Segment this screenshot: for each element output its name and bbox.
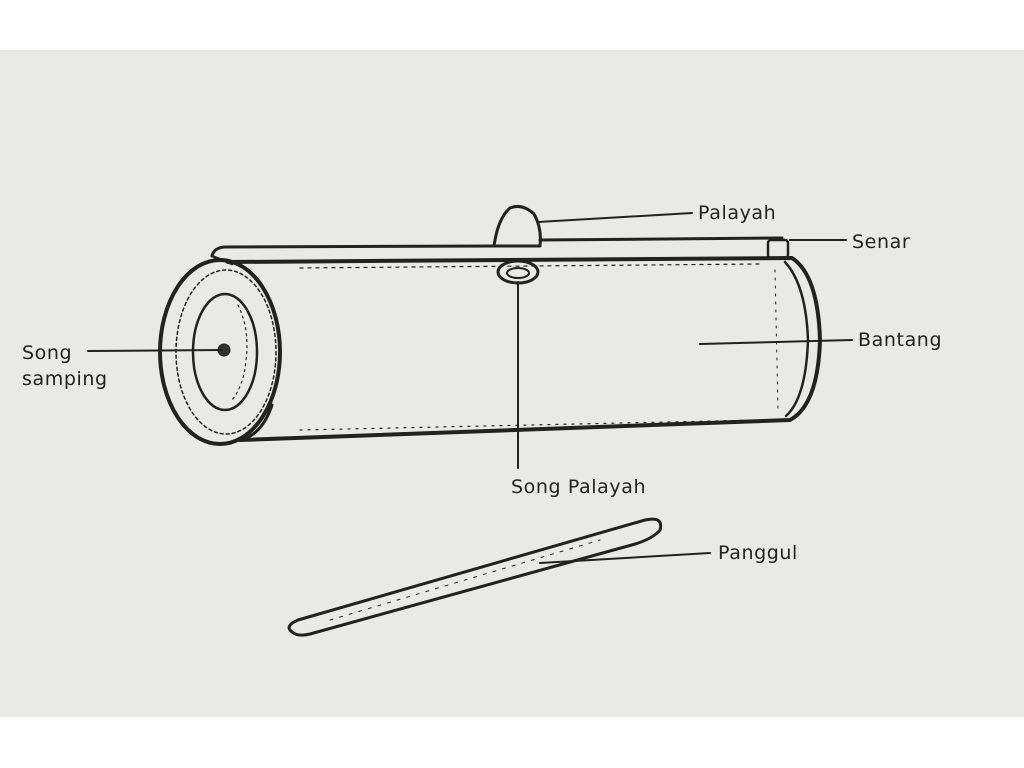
label-song-palayah: Song Palayah (511, 476, 647, 498)
diagram-page (0, 50, 1024, 717)
panggul-grain (329, 539, 601, 621)
label-palayah: Palayah (698, 202, 777, 224)
label-song-samping: Song samping (22, 340, 108, 392)
label-senar: Senar (852, 231, 911, 253)
leader-song-samping (87, 349, 223, 352)
leader-palayah (537, 212, 693, 223)
label-bantang: Bantang (858, 329, 943, 351)
palayah-bridge (492, 205, 542, 248)
panggul-stick (287, 517, 663, 637)
label-song-samping-line1: Song (22, 342, 73, 364)
senar-string (210, 236, 790, 266)
leader-panggul (539, 552, 711, 564)
bantang-tube (226, 256, 822, 442)
song-palayah-hole (496, 259, 540, 285)
label-song-samping-line2: samping (22, 368, 108, 390)
label-panggul: Panggul (718, 542, 798, 564)
leader-bantang (699, 339, 853, 345)
